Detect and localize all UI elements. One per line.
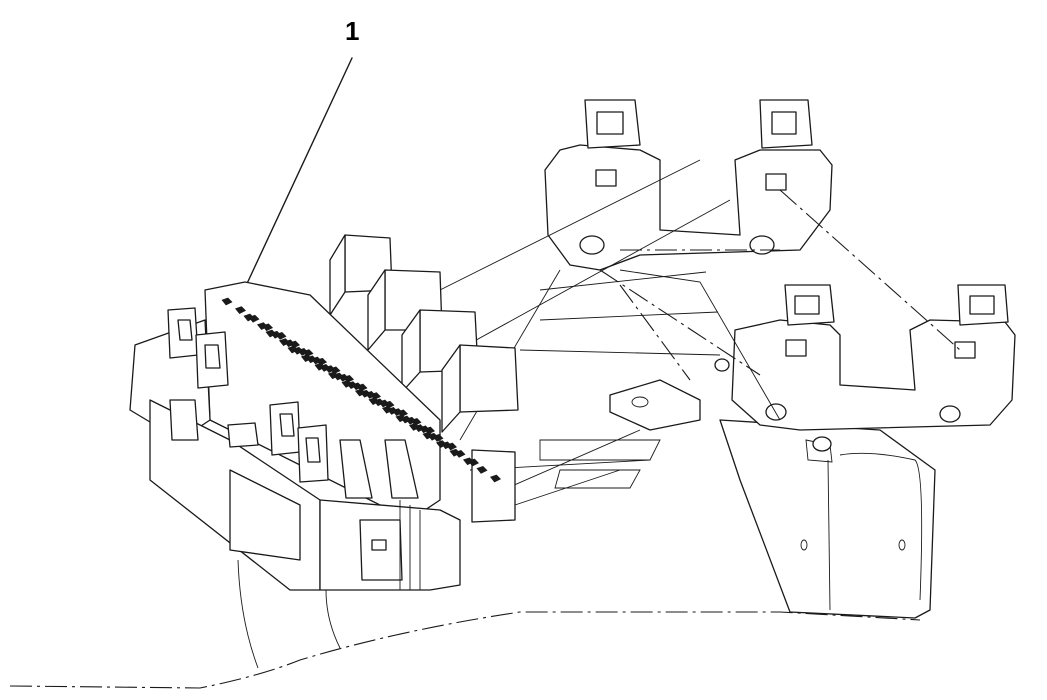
fuse-slot: [278, 338, 291, 346]
fuse-slot: [489, 474, 502, 483]
fuse-slot: [243, 313, 255, 322]
side-connectors: [167, 307, 329, 483]
fuse-slot: [435, 440, 448, 448]
fuse-slot: [449, 448, 461, 457]
fuse-slot: [256, 322, 269, 330]
fuse-slot: [381, 405, 394, 414]
fuse-slot: [300, 354, 313, 362]
mounting-bracket: [609, 379, 936, 619]
fuse-slot: [221, 297, 233, 306]
fuse-slot: [265, 329, 277, 338]
fuse-slot: [327, 371, 340, 380]
harness-outline: [9, 559, 921, 689]
upper-terminal-plate: [544, 99, 833, 271]
fuse-grid: [221, 297, 502, 483]
fuse-slot: [408, 423, 421, 431]
fuse-slot: [395, 414, 407, 423]
fuse-slot: [476, 466, 488, 474]
callout-label-1: 1: [345, 16, 359, 46]
fuse-slot: [368, 397, 380, 405]
fuse-slot: [341, 380, 353, 388]
fuse-slot: [314, 362, 326, 371]
callout-leader-1: [243, 57, 353, 291]
fuse-slot: [462, 457, 475, 466]
fuse-slot: [422, 431, 434, 440]
fuse-slot: [287, 345, 299, 354]
fuse-slot: [234, 306, 247, 314]
fuse-slot: [354, 388, 367, 397]
lower-terminal-plate: [714, 284, 1016, 452]
